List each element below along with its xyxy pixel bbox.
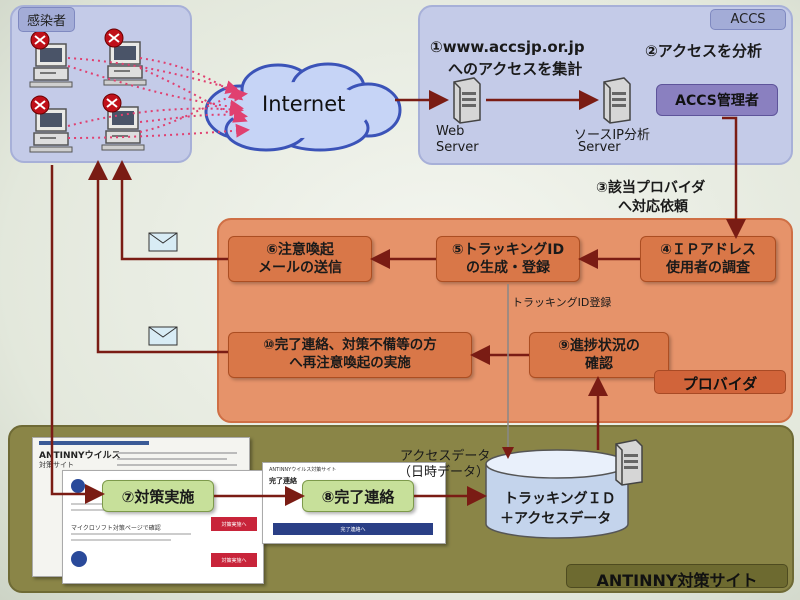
database-icon — [485, 449, 629, 539]
step4-text-line2: 使用者の調査 — [666, 260, 750, 276]
step4-box: ④ＩＰアドレス 使用者の調査 — [640, 236, 776, 282]
step8-box: ⑧完了連絡 — [302, 480, 414, 512]
source-ip-server-label: ソースIP分析 — [574, 128, 651, 143]
step6-box: ⑥注意喚起 メールの送信 — [228, 236, 372, 282]
database-label-line2: ＋アクセスデータ — [500, 511, 612, 527]
page1-logo-bar — [39, 441, 149, 445]
web-server-label: Web — [436, 124, 465, 139]
access-data-label-line2: （日時データ） — [398, 465, 490, 480]
infected-panel-tab: 感染者 — [18, 7, 76, 32]
source-ip-server-icon — [603, 77, 631, 124]
page3-line — [71, 539, 171, 541]
page1-line — [117, 452, 237, 454]
infected-computer-icon — [29, 95, 73, 153]
web-server-icon — [453, 77, 481, 124]
source-ip-server-label-line2: Server — [578, 140, 621, 155]
page3-line — [71, 533, 191, 535]
database-server-icon — [615, 439, 643, 486]
accs-panel-tab: ACCS — [710, 9, 786, 30]
step2-label: ②アクセスを分析 — [645, 42, 762, 60]
provider-panel-tab: プロバイダ — [654, 370, 786, 394]
step9-text-line2: 確認 — [585, 356, 613, 372]
tracking-register-label: トラッキングID登録 — [512, 296, 612, 309]
step6-text: ⑥注意喚起 — [266, 241, 334, 258]
step10-box: ⑩完了連絡、対策不備等の方 へ再注意喚起の実施 — [228, 332, 472, 378]
step6-text-line2: メールの送信 — [258, 260, 342, 276]
step1-label-line2: へのアクセスを集計 — [448, 60, 583, 78]
step5-box: ⑤トラッキングID の生成・登録 — [436, 236, 580, 282]
step3-label: ③該当プロバイダ — [596, 180, 706, 196]
database-label: トラッキングＩＤ — [504, 491, 616, 507]
infected-computer-icon — [103, 28, 147, 86]
mail-icon — [148, 326, 178, 346]
step10-text-line2: へ再注意喚起の実施 — [289, 355, 411, 371]
step4-text: ④ＩＰアドレス — [660, 241, 756, 258]
page1-line — [117, 458, 227, 460]
step1-label: ①www.accsjp.or.jp — [430, 38, 585, 56]
page3-text: マイクロソフト対策ページで確認 — [71, 525, 161, 532]
step9-text: ⑨進捗状況の — [558, 337, 640, 354]
step3-label-line2: へ対応依頼 — [618, 199, 688, 215]
access-data-label: アクセスデータ — [400, 449, 491, 464]
page1-subtitle: 対策サイト — [39, 461, 74, 469]
accs-admin-box: ACCS管理者 — [656, 84, 778, 116]
page1-action-button[interactable]: 対策実施へ — [211, 517, 257, 531]
step9-box: ⑨進捗状況の 確認 — [529, 332, 669, 378]
internet-cloud-icon — [204, 62, 402, 152]
page3-logo-icon — [71, 551, 87, 567]
page1-line — [117, 464, 237, 466]
infected-computer-icon — [101, 93, 145, 151]
mail-icon — [148, 232, 178, 252]
page3-logo-icon — [71, 479, 85, 493]
internet-label: Internet — [262, 92, 346, 116]
page2-heading: 完了連絡 — [269, 477, 297, 485]
step5-text-line2: の生成・登録 — [466, 260, 550, 276]
step7-box: ⑦対策実施 — [102, 480, 214, 512]
web-server-label-line2: Server — [436, 140, 479, 155]
page3-action-button[interactable]: 対策実施へ — [211, 553, 257, 567]
step5-text: ⑤トラッキングID — [451, 241, 565, 258]
step10-text: ⑩完了連絡、対策不備等の方 — [263, 337, 437, 354]
page2-title: ANTINNYウイルス対策サイト — [269, 467, 337, 473]
infected-computer-icon — [29, 30, 73, 88]
page2-submit-button[interactable]: 完了連絡へ — [273, 523, 433, 535]
antinny-panel-tab: ANTINNY対策サイト — [566, 564, 788, 590]
